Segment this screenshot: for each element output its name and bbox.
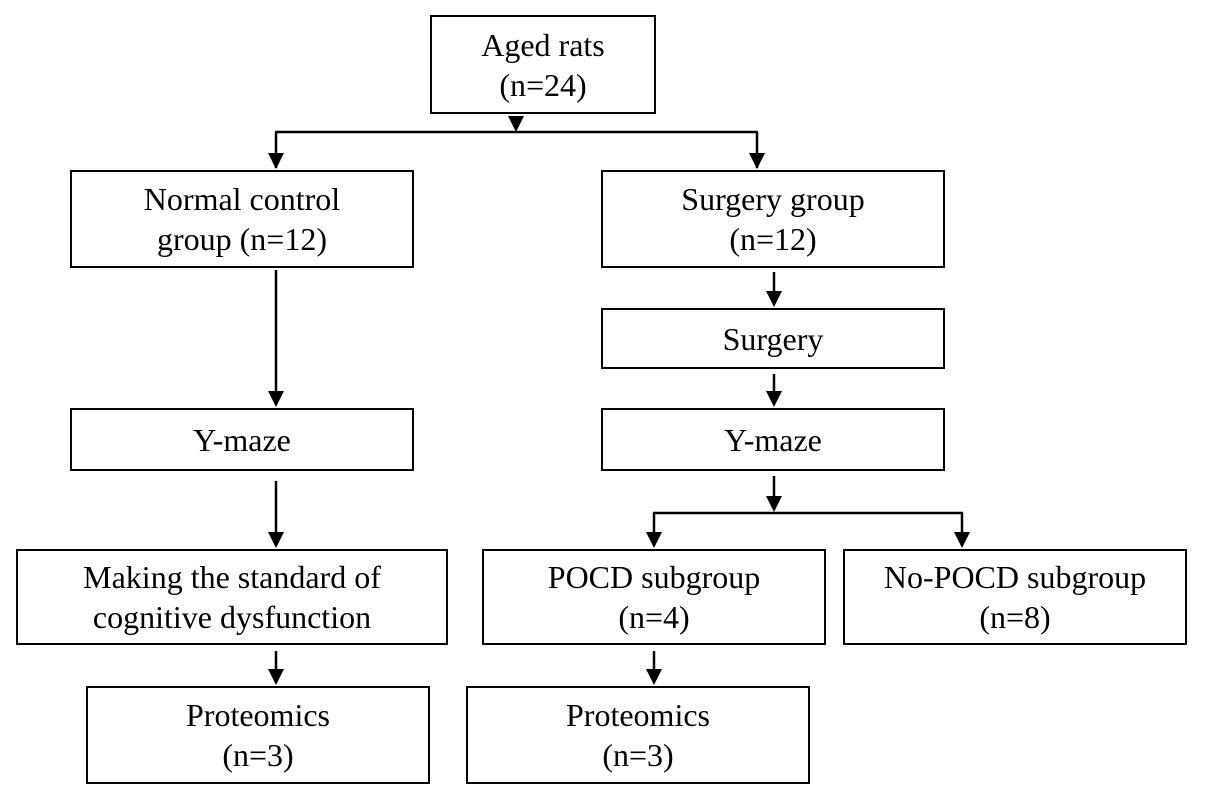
node-normal-control-line1: Normal control <box>143 181 341 217</box>
node-ymaze-left-line1: Y-maze <box>193 421 291 458</box>
node-proteomics-right-line1: Proteomics <box>566 697 710 733</box>
node-ymaze-left: Y-maze <box>70 408 414 471</box>
arrowhead-proteomics-right <box>646 669 662 685</box>
node-making-standard-line2: cognitive dysfunction <box>92 599 372 635</box>
node-pocd-subgroup-line2: (n=4) <box>618 599 690 635</box>
arrowhead-normal <box>268 153 284 169</box>
node-pocd-subgroup: POCD subgroup (n=4) <box>482 549 826 645</box>
node-surgery-group-line2: (n=12) <box>729 221 817 257</box>
arrowhead-aged-stem <box>508 116 524 132</box>
arrowhead-ymaze-right <box>766 391 782 407</box>
arrowhead-ymaze-stem <box>766 496 782 512</box>
node-proteomics-left-line2: (n=3) <box>222 737 294 773</box>
node-aged-rats: Aged rats (n=24) <box>430 15 656 114</box>
node-surgery-group: Surgery group (n=12) <box>601 170 945 268</box>
arrowhead-surgery-group <box>749 153 765 169</box>
node-no-pocd-subgroup-line1: No-POCD subgroup <box>883 559 1147 595</box>
arrowhead-proteomics-left <box>268 669 284 685</box>
node-normal-control: Normal control group (n=12) <box>70 170 414 268</box>
node-surgery-group-line1: Surgery group <box>681 181 865 217</box>
node-ymaze-right: Y-maze <box>601 408 945 471</box>
node-normal-control-line2: group (n=12) <box>156 221 327 257</box>
node-pocd-subgroup-line1: POCD subgroup <box>547 559 761 595</box>
node-ymaze-right-line1: Y-maze <box>724 421 822 458</box>
arrowhead-no-pocd <box>954 532 970 548</box>
arrowhead-surgery <box>766 291 782 307</box>
node-proteomics-left: Proteomics (n=3) <box>86 686 430 784</box>
node-making-standard-line1: Making the standard of <box>83 559 381 595</box>
node-making-standard: Making the standard of cognitive dysfunc… <box>16 549 448 645</box>
node-surgery: Surgery <box>601 308 945 369</box>
node-surgery-line1: Surgery <box>722 320 824 357</box>
node-proteomics-right-line2: (n=3) <box>602 737 674 773</box>
node-proteomics-left-line1: Proteomics <box>186 697 330 733</box>
node-no-pocd-subgroup-line2: (n=8) <box>979 599 1051 635</box>
node-aged-rats-line2: (n=24) <box>499 66 587 103</box>
arrowhead-ymaze-left <box>268 391 284 407</box>
node-aged-rats-line1: Aged rats <box>481 26 605 63</box>
node-no-pocd-subgroup: No-POCD subgroup (n=8) <box>843 549 1187 645</box>
arrowhead-standard <box>268 532 284 548</box>
node-proteomics-right: Proteomics (n=3) <box>466 686 810 784</box>
arrowhead-pocd <box>646 532 662 548</box>
